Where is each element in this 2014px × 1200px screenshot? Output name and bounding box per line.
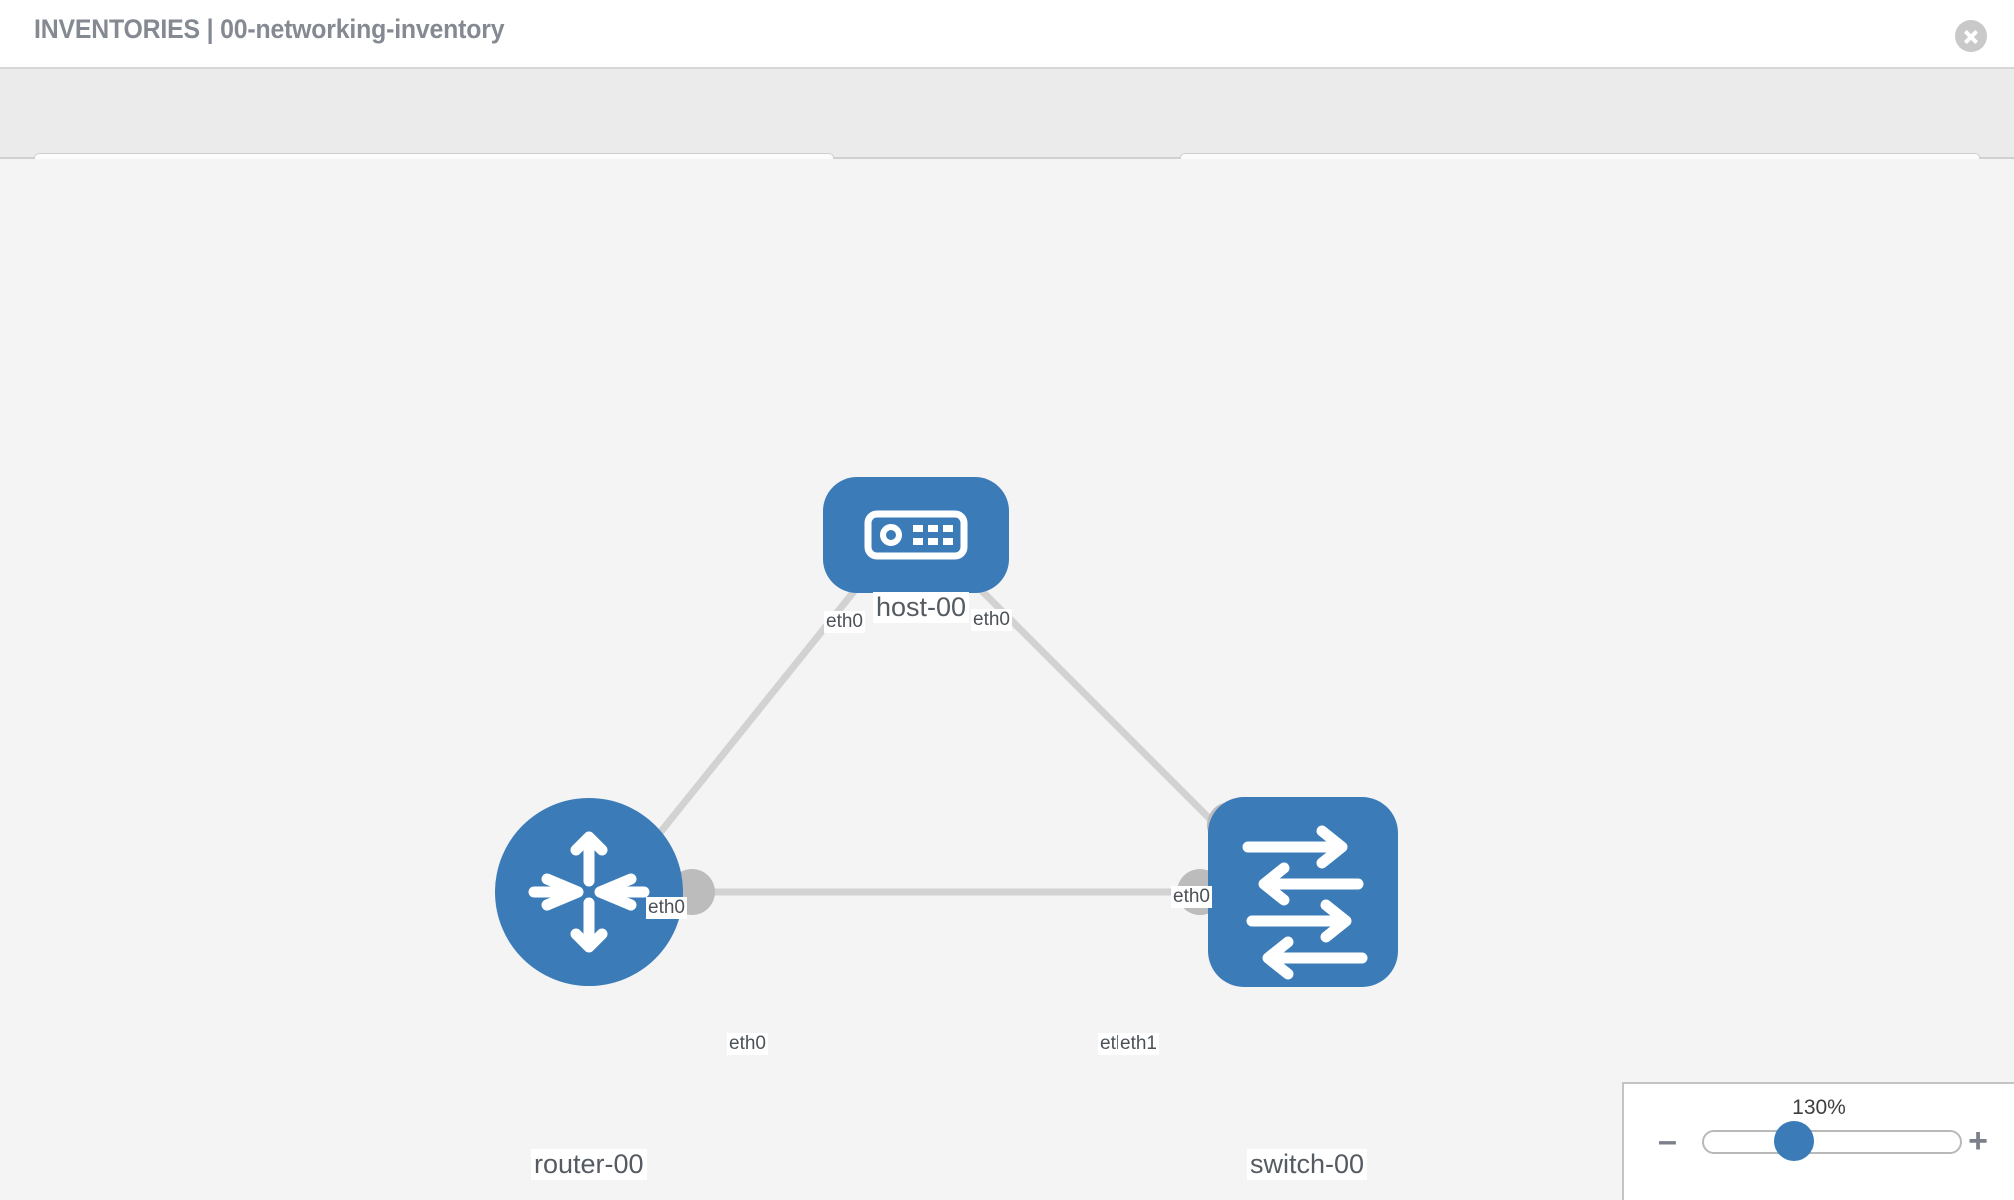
node-switch-00[interactable] — [1208, 797, 1398, 987]
zoom-in-button[interactable]: + — [1968, 1122, 1988, 1160]
edge-label-router-side: eth0 — [727, 1033, 768, 1055]
edge-group — [652, 556, 1233, 896]
zoom-control-panel: 130% – + — [1622, 1082, 2014, 1200]
node-label-host: host-00 — [873, 592, 970, 623]
topology-graph — [495, 477, 1398, 987]
topology-canvas[interactable]: host-00 router-00 switch-00 eth0 eth0 et… — [0, 159, 2014, 1200]
edge-label-switch-eth1: eth1 — [1118, 1033, 1159, 1055]
zoom-slider-track[interactable] — [1702, 1130, 1962, 1154]
zoom-slider-thumb[interactable] — [1774, 1121, 1814, 1161]
zoom-out-button[interactable]: – — [1658, 1122, 1677, 1160]
node-host-00[interactable] — [823, 477, 1009, 593]
page-title: INVENTORIES | 00-networking-inventory — [34, 14, 505, 44]
edge-label-host-right: eth0 — [971, 609, 1012, 631]
edge-router-host — [652, 556, 883, 842]
edge-label-switch-up: eth0 — [1171, 886, 1212, 908]
edge-host-switch — [947, 556, 1233, 842]
node-label-switch: switch-00 — [1247, 1149, 1368, 1180]
toolbar: ACTIONS SEARCH — [0, 69, 2014, 205]
close-icon[interactable] — [1955, 20, 1987, 52]
edge-label-host-left: eth0 — [824, 611, 865, 633]
node-router-00[interactable] — [495, 798, 683, 986]
node-label-router: router-00 — [531, 1149, 647, 1180]
page-header: INVENTORIES | 00-networking-inventory — [0, 0, 2014, 69]
edge-label-router-up: eth0 — [646, 897, 687, 919]
zoom-percent-label: 130% — [1792, 1096, 1846, 1119]
